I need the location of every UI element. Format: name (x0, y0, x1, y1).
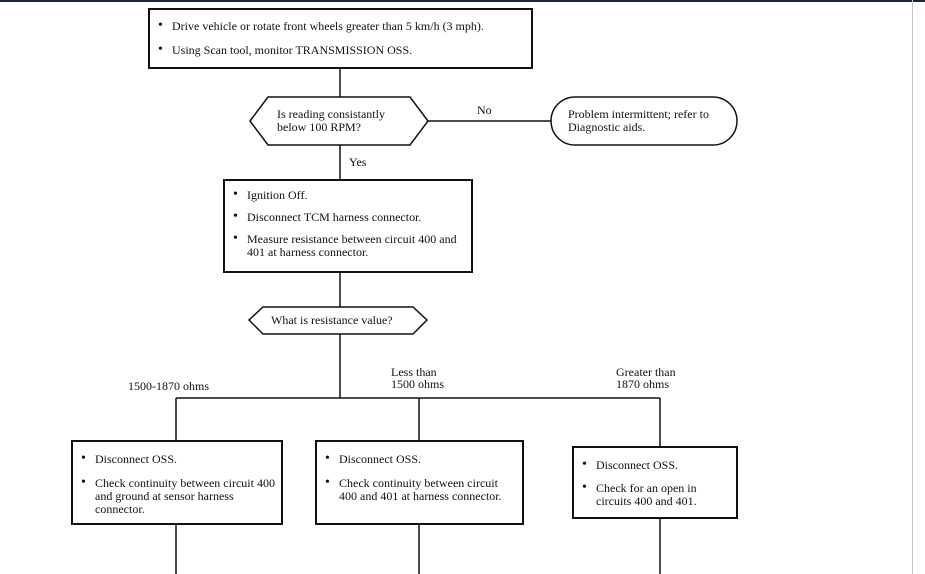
right-step-item-1: Disconnect OSS. (574, 458, 736, 472)
ignition-step-box: Ignition Off. Disconnect TCM harness con… (223, 179, 473, 273)
decision-shape-resistance (247, 306, 429, 335)
middle-step-box: Disconnect OSS. Check continuity between… (315, 440, 524, 525)
terminal-shape-intermittent (550, 96, 738, 146)
terminal-intermittent-line1: Problem intermittent; refer to (568, 107, 709, 121)
branch-label-no: No (477, 103, 492, 117)
start-step-item-1: Drive vehicle or rotate front wheels gre… (150, 19, 531, 33)
decision-reading-line1: Is reading consistantly (277, 107, 385, 121)
middle-step-item-2: Check continuity between circuit 400 and… (317, 476, 522, 503)
right-border (912, 0, 913, 574)
start-step-item-2: Using Scan tool, monitor TRANSMISSION OS… (150, 43, 531, 57)
ignition-step-item-1: Ignition Off. (225, 188, 471, 202)
left-step-item-2: Check continuity between circuit 400 and… (73, 476, 281, 516)
middle-step-item-1: Disconnect OSS. (317, 452, 522, 466)
ignition-step-item-2: Disconnect TCM harness connector. (225, 210, 471, 224)
start-step-box: Drive vehicle or rotate front wheels gre… (148, 8, 533, 69)
decision-reading-line2: below 100 RPM? (277, 120, 361, 134)
left-step-box: Disconnect OSS. Check continuity between… (71, 440, 283, 525)
left-step-item-1: Disconnect OSS. (73, 452, 281, 466)
terminal-intermittent-line2: Diagnostic aids. (568, 120, 646, 134)
branch-label-right: Greater than 1870 ohms (616, 365, 676, 391)
ignition-step-item-3: Measure resistance between circuit 400 a… (225, 232, 471, 259)
branch-label-yes: Yes (349, 155, 367, 169)
decision-resistance-text: What is resistance value? (271, 313, 393, 327)
top-border (0, 0, 925, 2)
decision-shape-reading (249, 96, 429, 146)
branch-label-middle: Less than 1500 ohms (391, 365, 445, 391)
right-step-item-2: Check for an open in circuits 400 and 40… (574, 481, 736, 508)
branch-label-left: 1500-1870 ohms (128, 379, 209, 393)
right-step-box: Disconnect OSS. Check for an open in cir… (572, 446, 738, 519)
